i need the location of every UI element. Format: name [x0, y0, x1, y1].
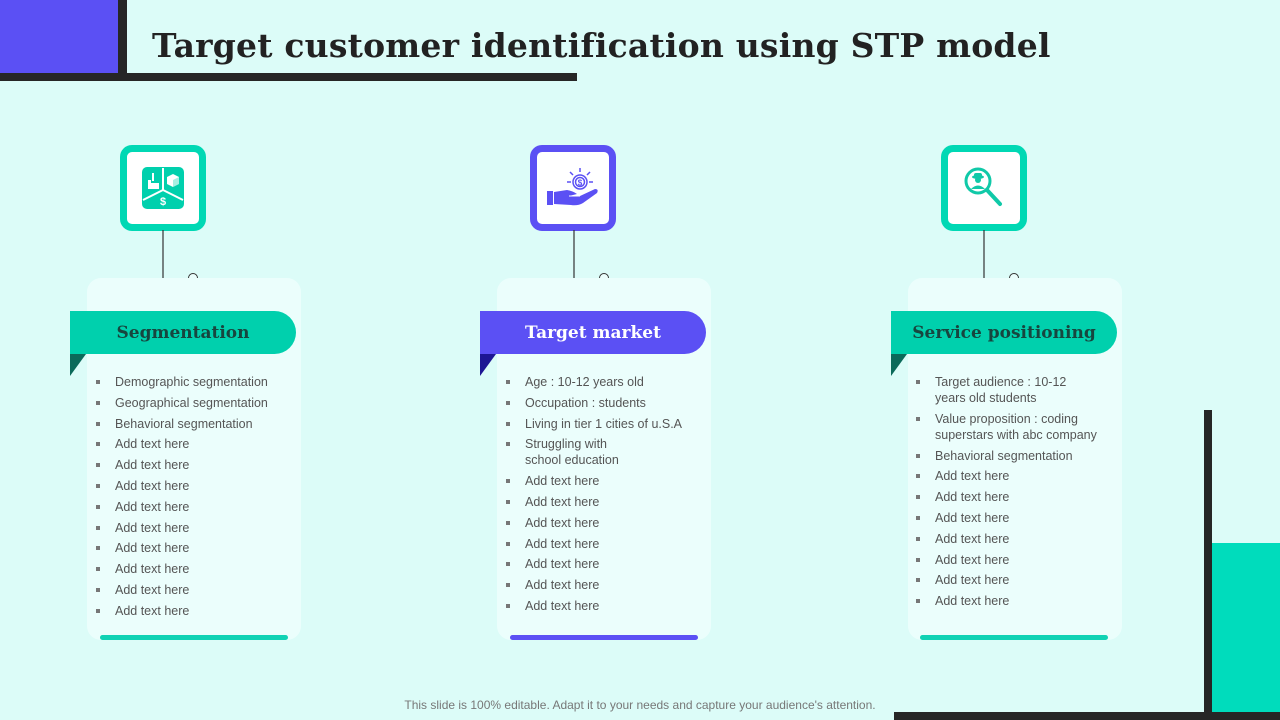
page-title: Target customer identification using STP… [152, 26, 1051, 65]
list-item: Add text here [505, 577, 695, 593]
bullet-list-segmentation: Demographic segmentation Geographical se… [95, 374, 285, 624]
list-item: Add text here [915, 572, 1105, 588]
bullet-list-target-market: Age : 10-12 years old Occupation : stude… [505, 374, 695, 619]
list-item: Demographic segmentation [95, 374, 285, 390]
bottom-divider-bar [894, 712, 1280, 720]
footer-note: This slide is 100% editable. Adapt it to… [404, 698, 876, 712]
list-item: Add text here [95, 436, 285, 452]
hand-coin-icon: $ [547, 168, 598, 206]
ribbon-target-market: Target market [480, 311, 706, 354]
ribbon-segmentation: Segmentation [70, 311, 296, 354]
bullet-list-service-positioning: Target audience : 10-12 years old studen… [915, 374, 1105, 614]
list-item: Add text here [915, 510, 1105, 526]
list-item: Add text here [915, 593, 1105, 609]
corner-accent-block [0, 0, 118, 74]
list-item: Struggling with school education [505, 436, 645, 468]
list-item: Add text here [95, 540, 285, 556]
card-bottom-line [920, 635, 1108, 640]
list-item: Add text here [505, 536, 695, 552]
list-item: Occupation : students [505, 395, 695, 411]
icon-box-target-market: $ [530, 145, 616, 231]
list-item: Add text here [95, 520, 285, 536]
list-item: Add text here [505, 473, 695, 489]
svg-text:$: $ [160, 196, 166, 208]
ribbon-fold [70, 354, 86, 376]
list-item: Add text here [915, 531, 1105, 547]
list-item: Add text here [915, 489, 1105, 505]
list-item: Add text here [915, 468, 1105, 484]
ribbon-service-positioning: Service positioning [891, 311, 1117, 354]
list-item: Add text here [505, 556, 695, 572]
list-item: Add text here [505, 494, 695, 510]
right-accent-block [1212, 543, 1280, 713]
icon-box-segmentation: $ [120, 145, 206, 231]
svg-text:$: $ [578, 179, 583, 188]
list-item: Behavioral segmentation [95, 416, 285, 432]
list-item: Value proposition : coding superstars wi… [915, 411, 1105, 443]
corner-divider-bar [118, 0, 127, 74]
icon-box-service-positioning [941, 145, 1027, 231]
list-item: Target audience : 10-12 years old studen… [915, 374, 1080, 406]
list-item: Add text here [95, 457, 285, 473]
list-item: Behavioral segmentation [915, 448, 1105, 464]
card-bottom-line [100, 635, 288, 640]
list-item: Geographical segmentation [95, 395, 285, 411]
title-underline-bar [0, 73, 577, 81]
list-item: Add text here [505, 515, 695, 531]
list-item: Add text here [95, 499, 285, 515]
card-bottom-line [510, 635, 698, 640]
list-item: Living in tier 1 cities of u.S.A [505, 416, 695, 432]
list-item: Add text here [915, 552, 1105, 568]
list-item: Age : 10-12 years old [505, 374, 695, 390]
list-item: Add text here [95, 561, 285, 577]
ribbon-fold [480, 354, 496, 376]
market-segmentation-icon: $ [142, 167, 184, 209]
list-item: Add text here [505, 598, 695, 614]
list-item: Add text here [95, 582, 285, 598]
list-item: Add text here [95, 603, 285, 619]
right-divider-bar [1204, 410, 1212, 720]
search-person-icon [964, 167, 1002, 206]
list-item: Add text here [95, 478, 285, 494]
ribbon-fold [891, 354, 907, 376]
